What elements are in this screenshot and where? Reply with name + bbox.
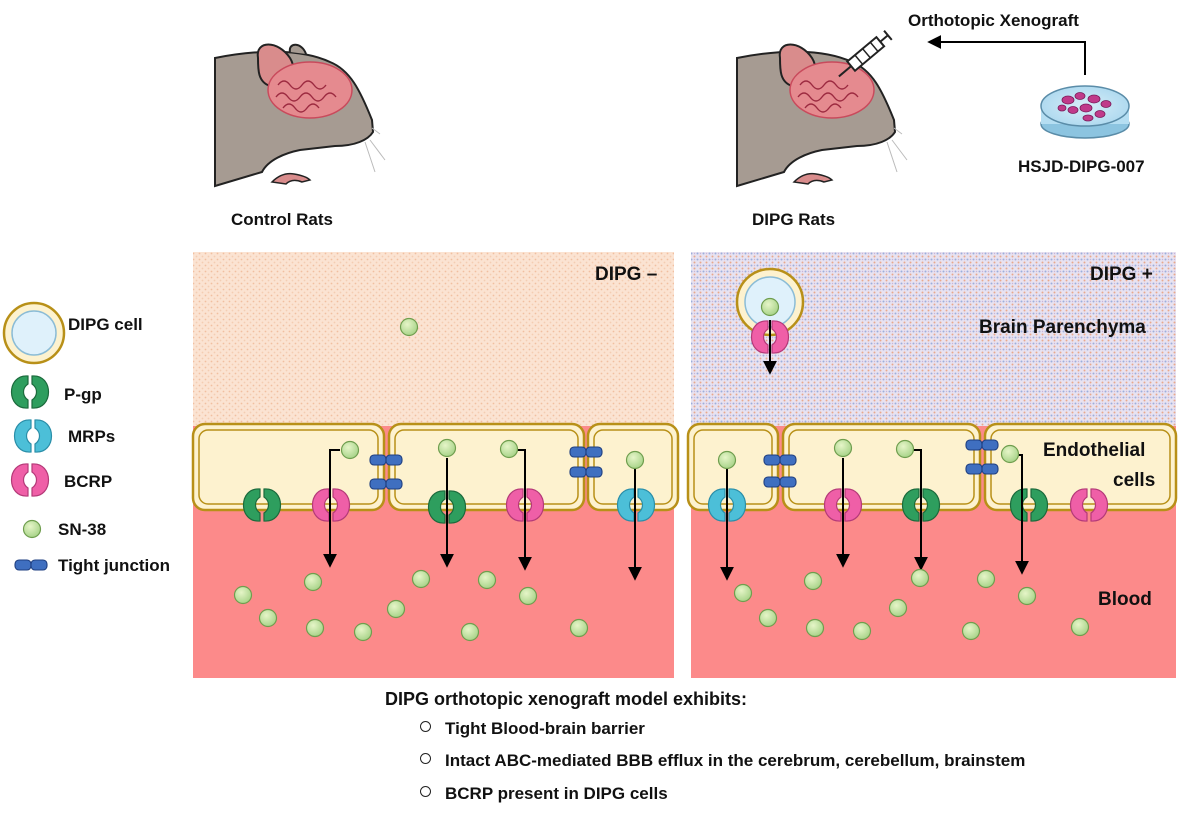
sn38-molecule [733,583,753,603]
blood-region [691,500,1176,678]
sn38-molecule [477,570,497,590]
tight-junction [965,439,999,451]
legend-label-mrp: MRPs [68,427,116,446]
conclusions-title: DIPG orthotopic xenograft model exhibits… [385,689,748,709]
petri-dish-icon [1040,85,1130,139]
sn38-molecule [569,618,589,638]
sn38-molecule [717,450,737,470]
sn38-molecule [910,568,930,588]
bullet-icon [420,721,431,732]
conclusion-item: Intact ABC-mediated BBB efflux in the ce… [420,751,1025,771]
xenograft-arrow [927,35,1086,75]
sn38-molecule [895,439,915,459]
brain-parenchyma-label: Brain Parenchyma [979,317,1146,338]
tight-junction [763,476,797,488]
sn38-molecule [833,438,853,458]
dipg-rat [736,43,908,188]
sn38-molecule [758,608,778,628]
sn38-molecule [411,569,431,589]
conclusion-item: Tight Blood-brain barrier [420,719,645,739]
sn38-molecule [437,438,457,458]
conclusion-item: BCRP present in DIPG cells [420,784,668,804]
sn38-molecule [233,585,253,605]
sn38-molecule [852,621,872,641]
sn38-molecule [258,608,278,628]
bcrp-transporter-dipg-cell [751,320,789,354]
tight-junction [965,463,999,475]
syringe-icon [838,30,893,78]
sn38-molecule [340,440,360,460]
tight-junction-icon [14,559,48,571]
sn38-molecule [976,569,996,589]
sn38-molecule [760,297,780,317]
tight-junction [763,454,797,466]
blood-label: Blood [1098,589,1152,610]
bullet-icon [420,786,431,797]
cell-line-label: HSJD-DIPG-007 [1018,157,1145,176]
conclusion-text: BCRP present in DIPG cells [445,784,668,803]
bcrp-transporter [1070,488,1108,522]
parenchyma-region [193,252,674,430]
sn38-molecule [1070,617,1090,637]
pgp-transporter [902,488,940,522]
sn38-molecule [961,621,981,641]
xenograft-label: Orthotopic Xenograft [908,11,1079,30]
control-rat [214,43,386,188]
bcrp-transporter-icon [11,463,49,497]
sn38-molecule [305,618,325,638]
pgp-transporter [243,488,281,522]
mrp-transporter [708,488,746,522]
bcrp-transporter [824,488,862,522]
legend-label-sn38: SN-38 [58,520,107,539]
tight-junction [569,446,603,458]
pgp-transporter-icon [11,375,49,409]
dipg-cell-icon [2,301,66,365]
efflux-arrow [323,449,340,568]
panel-title-control: DIPG – [595,264,658,285]
sn38-molecule [888,598,908,618]
legend-label-bcrp: BCRP [64,472,113,491]
conclusion-text: Intact ABC-mediated BBB efflux in the ce… [445,751,1026,770]
sn38-molecule [399,317,419,337]
bullet-icon [420,753,431,764]
legend-label-dipg-cell: DIPG cell [68,315,143,334]
pgp-transporter [428,490,466,524]
bcrp-transporter [506,488,544,522]
sn38-molecule [518,586,538,606]
sn38-molecule [353,622,373,642]
sn38-molecule [805,618,825,638]
blood-region [193,500,674,678]
sn38-molecule [460,622,480,642]
mrp-transporter [617,488,655,522]
sn38-molecule [499,439,519,459]
sn38-molecule [386,599,406,619]
endothelial-label-line1: Endothelial [1043,440,1146,461]
sn38-molecule-icon [22,519,42,539]
sn38-molecule [1017,586,1037,606]
tight-junction [369,454,403,466]
tight-junction [569,466,603,478]
sn38-molecule [1000,444,1020,464]
panel-title-dipg: DIPG + [1090,264,1153,285]
legend [2,301,66,365]
tight-junction [369,478,403,490]
endothelial-label-line2: cells [1113,470,1156,491]
sn38-molecule [625,450,645,470]
bcrp-transporter [312,488,350,522]
legend-label-pgp: P-gp [64,385,102,404]
sn38-molecule [803,571,823,591]
sn38-molecule [303,572,323,592]
mrp-transporter-icon [14,419,52,453]
dipg-rats-label: DIPG Rats [752,210,836,229]
legend-label-tight-junction: Tight junction [58,556,171,575]
conclusion-text: Tight Blood-brain barrier [445,719,645,738]
control-rats-label: Control Rats [231,210,333,229]
